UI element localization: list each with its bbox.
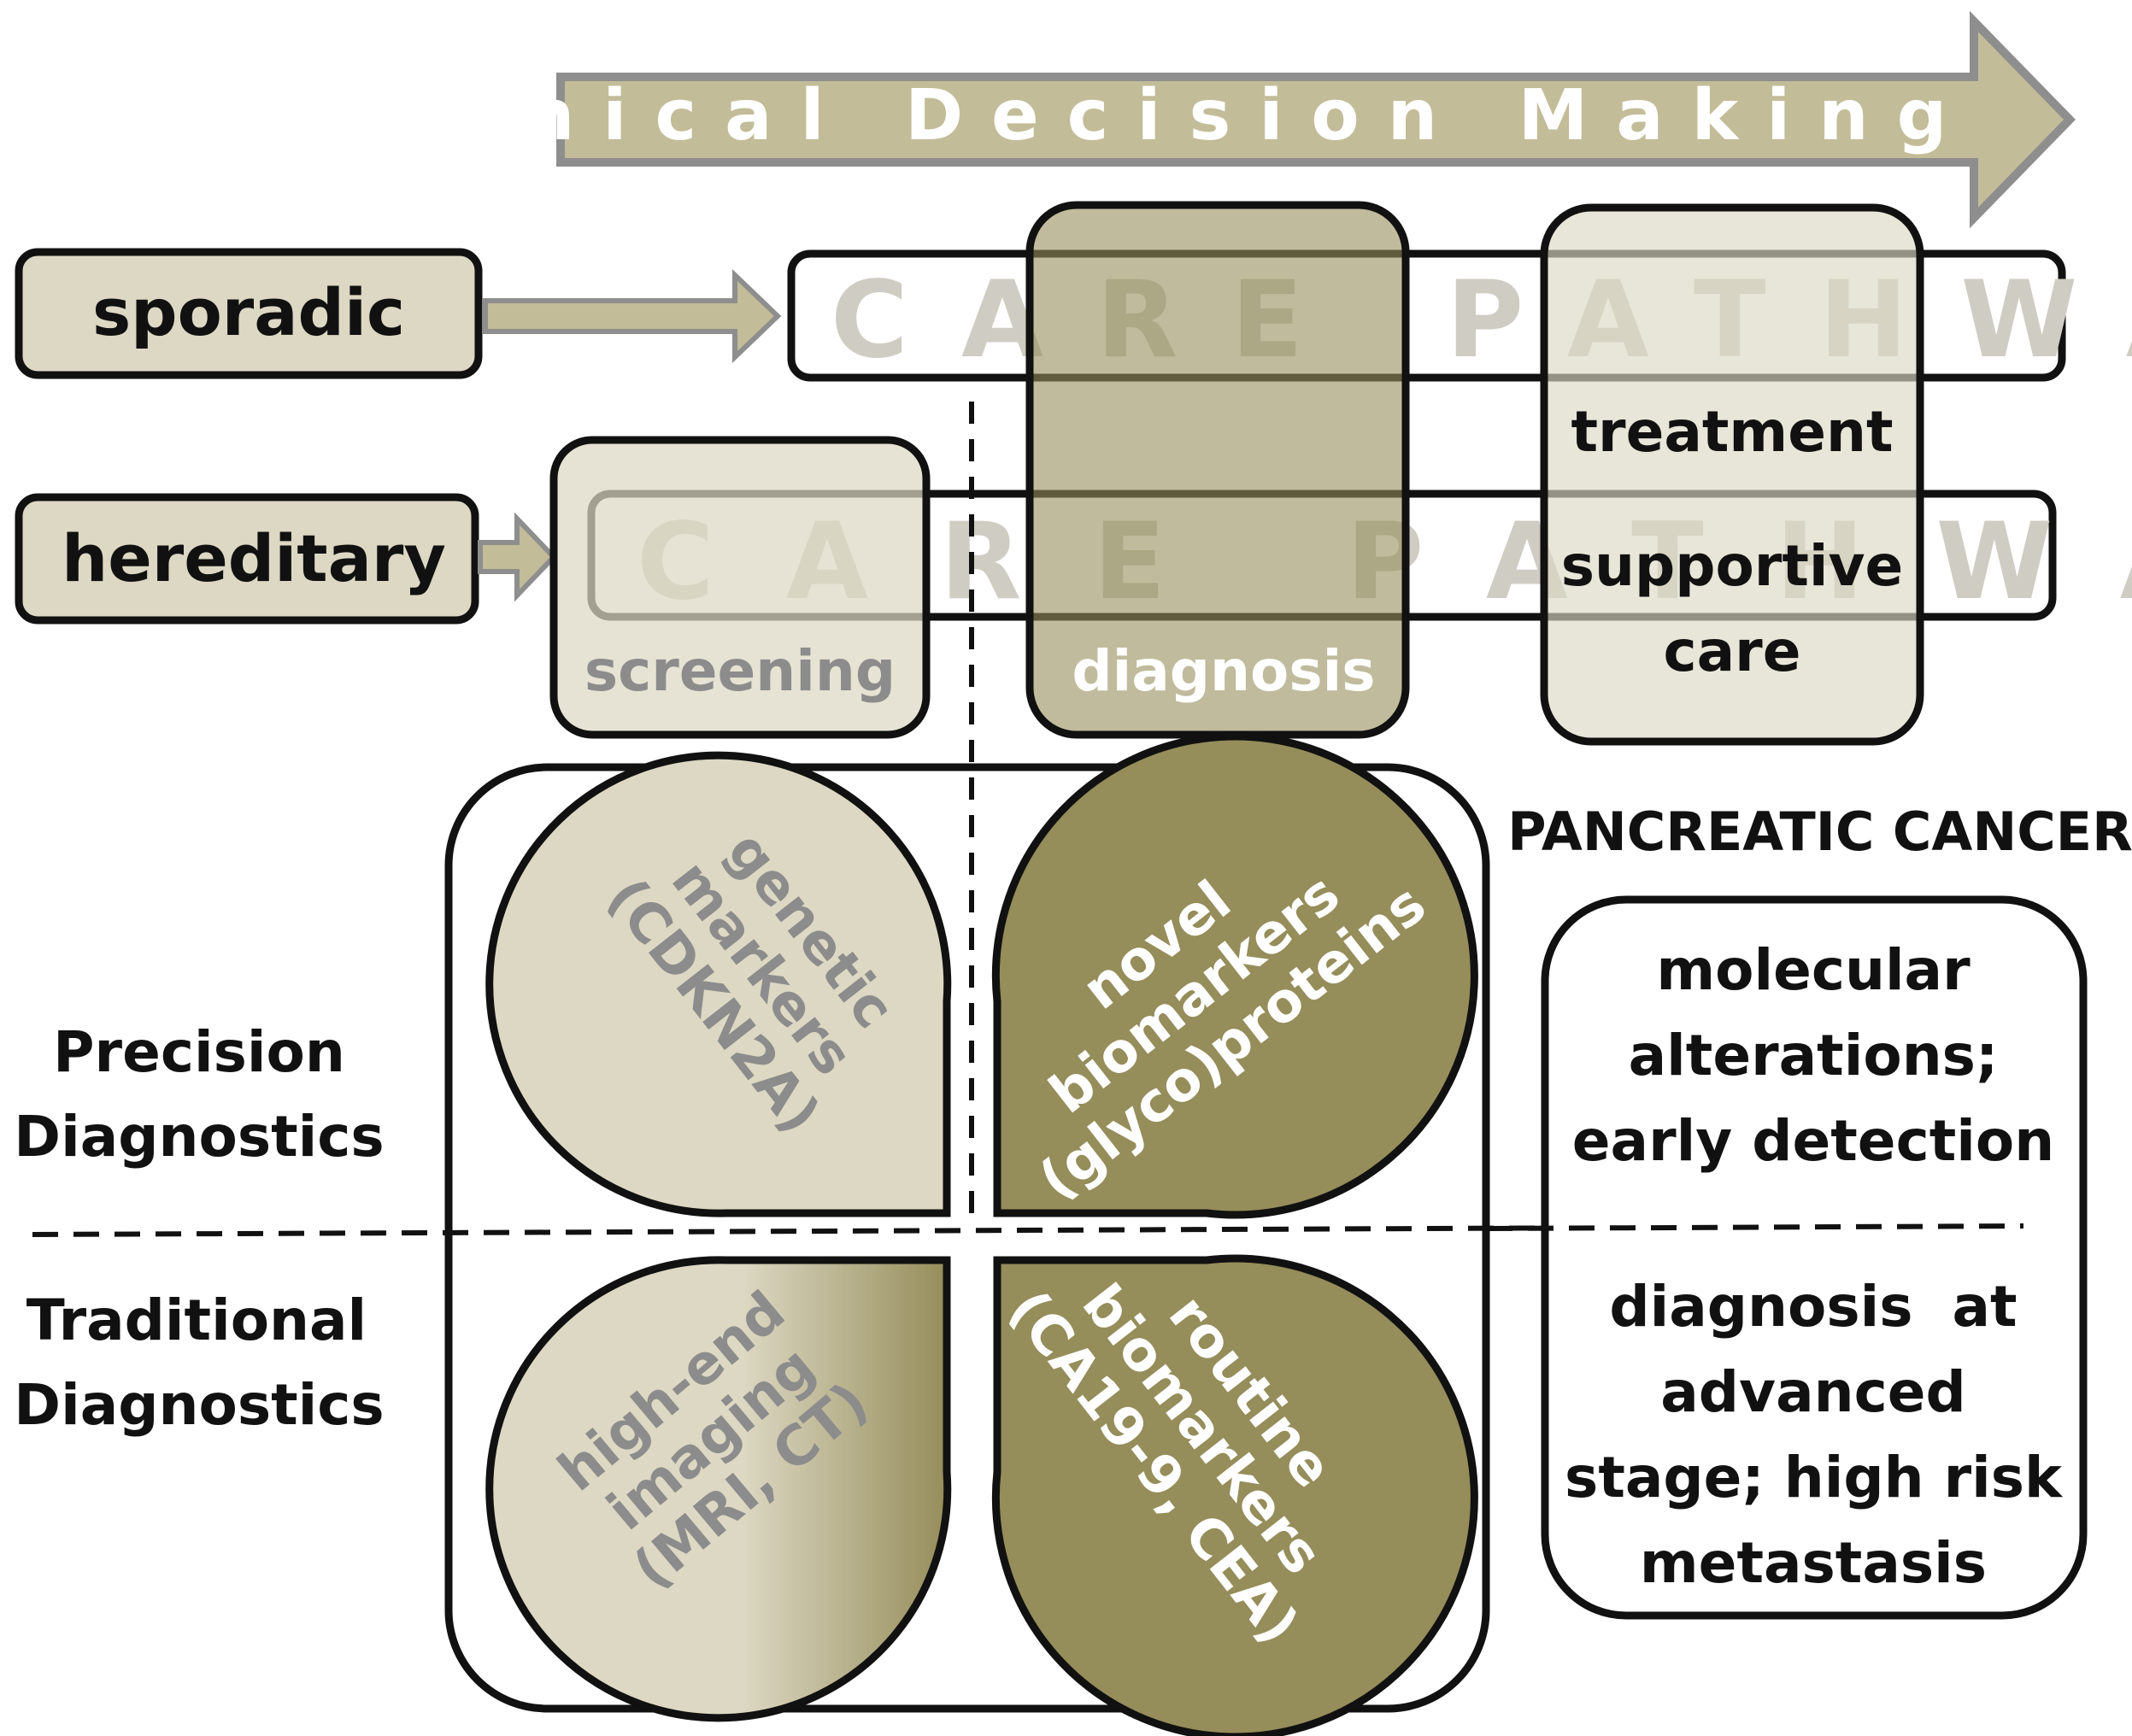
clinical-decision-arrow: Clinical Decision Making [341, 10, 2076, 229]
traditional-diagnostics-label: Traditional Diagnostics [14, 1287, 384, 1438]
quadrant-container [444, 763, 1490, 1713]
treatment-label: treatment [1571, 399, 1893, 465]
svg-text:Precision: Precision [53, 1019, 345, 1085]
svg-text:early detection: early detection [1572, 1108, 2054, 1174]
svg-text:molecular: molecular [1656, 937, 1970, 1003]
diagnosis-label: diagnosis [1072, 638, 1375, 704]
hereditary-arrow [478, 512, 558, 602]
precision-diagnostics-label: Precision Diagnostics [14, 1019, 384, 1170]
horizontal-dashed-divider-right [1486, 1223, 2024, 1231]
svg-text:advanced: advanced [1660, 1359, 1965, 1425]
cancer-traditional-text: diagnosis at advanced stage; high risk m… [1565, 1274, 2064, 1596]
screening-stage: screening [549, 436, 931, 739]
hereditary-label: hereditary [62, 520, 446, 596]
routine-biomarkers-teardrop [991, 1254, 1478, 1736]
sporadic-arrow [483, 268, 782, 364]
svg-text:alterations;: alterations; [1629, 1023, 1999, 1088]
svg-text:metastasis: metastasis [1640, 1530, 1987, 1596]
svg-text:diagnosis at: diagnosis at [1609, 1274, 2017, 1340]
svg-text:Traditional: Traditional [26, 1287, 367, 1353]
sporadic-care-pathway-text: CARE PATHWAY [831, 259, 2132, 382]
sporadic-box [15, 248, 483, 379]
sporadic-label: sporadic [92, 274, 405, 350]
hereditary-box [15, 493, 479, 625]
svg-text:stage; high risk: stage; high risk [1565, 1445, 2064, 1510]
treatment-supportive-stage: treatment supportive care [1540, 203, 1924, 746]
arrow-title: Clinical Decision Making [341, 75, 1976, 156]
pancreatic-cancer-box [1541, 895, 2088, 1620]
diagnosis-stage: diagnosis [1025, 201, 1410, 739]
genetic-markers-teardrop [485, 751, 952, 1217]
novel-biomarkers-teardrop [991, 732, 1478, 1219]
pancreatic-cancer-title: PANCREATIC CANCER [1507, 801, 2132, 863]
screening-label: screening [584, 638, 896, 704]
svg-text:Diagnostics: Diagnostics [14, 1372, 384, 1438]
supportive-label: supportive [1561, 533, 1904, 599]
svg-text:Diagnostics: Diagnostics [14, 1104, 384, 1170]
imaging-teardrop [485, 1256, 952, 1722]
care-label: care [1664, 619, 1801, 684]
cancer-precision-text: molecular alterations; early detection [1572, 937, 2054, 1174]
